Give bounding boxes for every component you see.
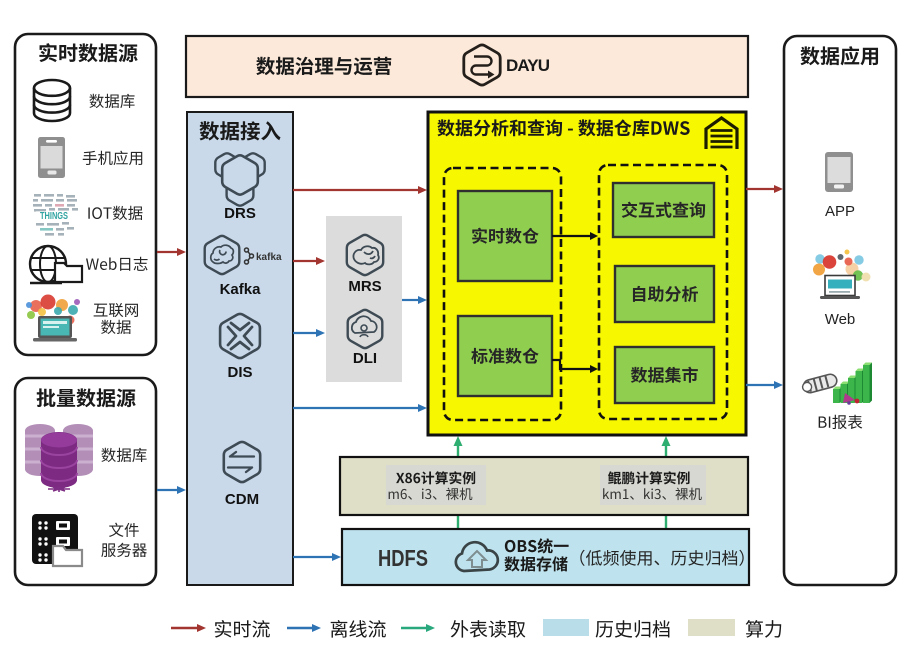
svg-text:HDFS: HDFS: [378, 545, 428, 571]
svg-text:DAYU: DAYU: [506, 56, 550, 75]
svg-text:kafka: kafka: [256, 252, 282, 263]
svg-text:DIS: DIS: [227, 364, 252, 381]
svg-text:Web: Web: [825, 311, 856, 328]
svg-text:CDM: CDM: [225, 491, 259, 508]
svg-text:THINGS: THINGS: [40, 210, 68, 222]
svg-text:DRS: DRS: [224, 205, 256, 222]
svg-text:DLI: DLI: [353, 350, 377, 367]
svg-text:APP: APP: [825, 203, 855, 220]
svg-text:MRS: MRS: [348, 278, 381, 295]
svg-text:Kafka: Kafka: [220, 281, 262, 298]
